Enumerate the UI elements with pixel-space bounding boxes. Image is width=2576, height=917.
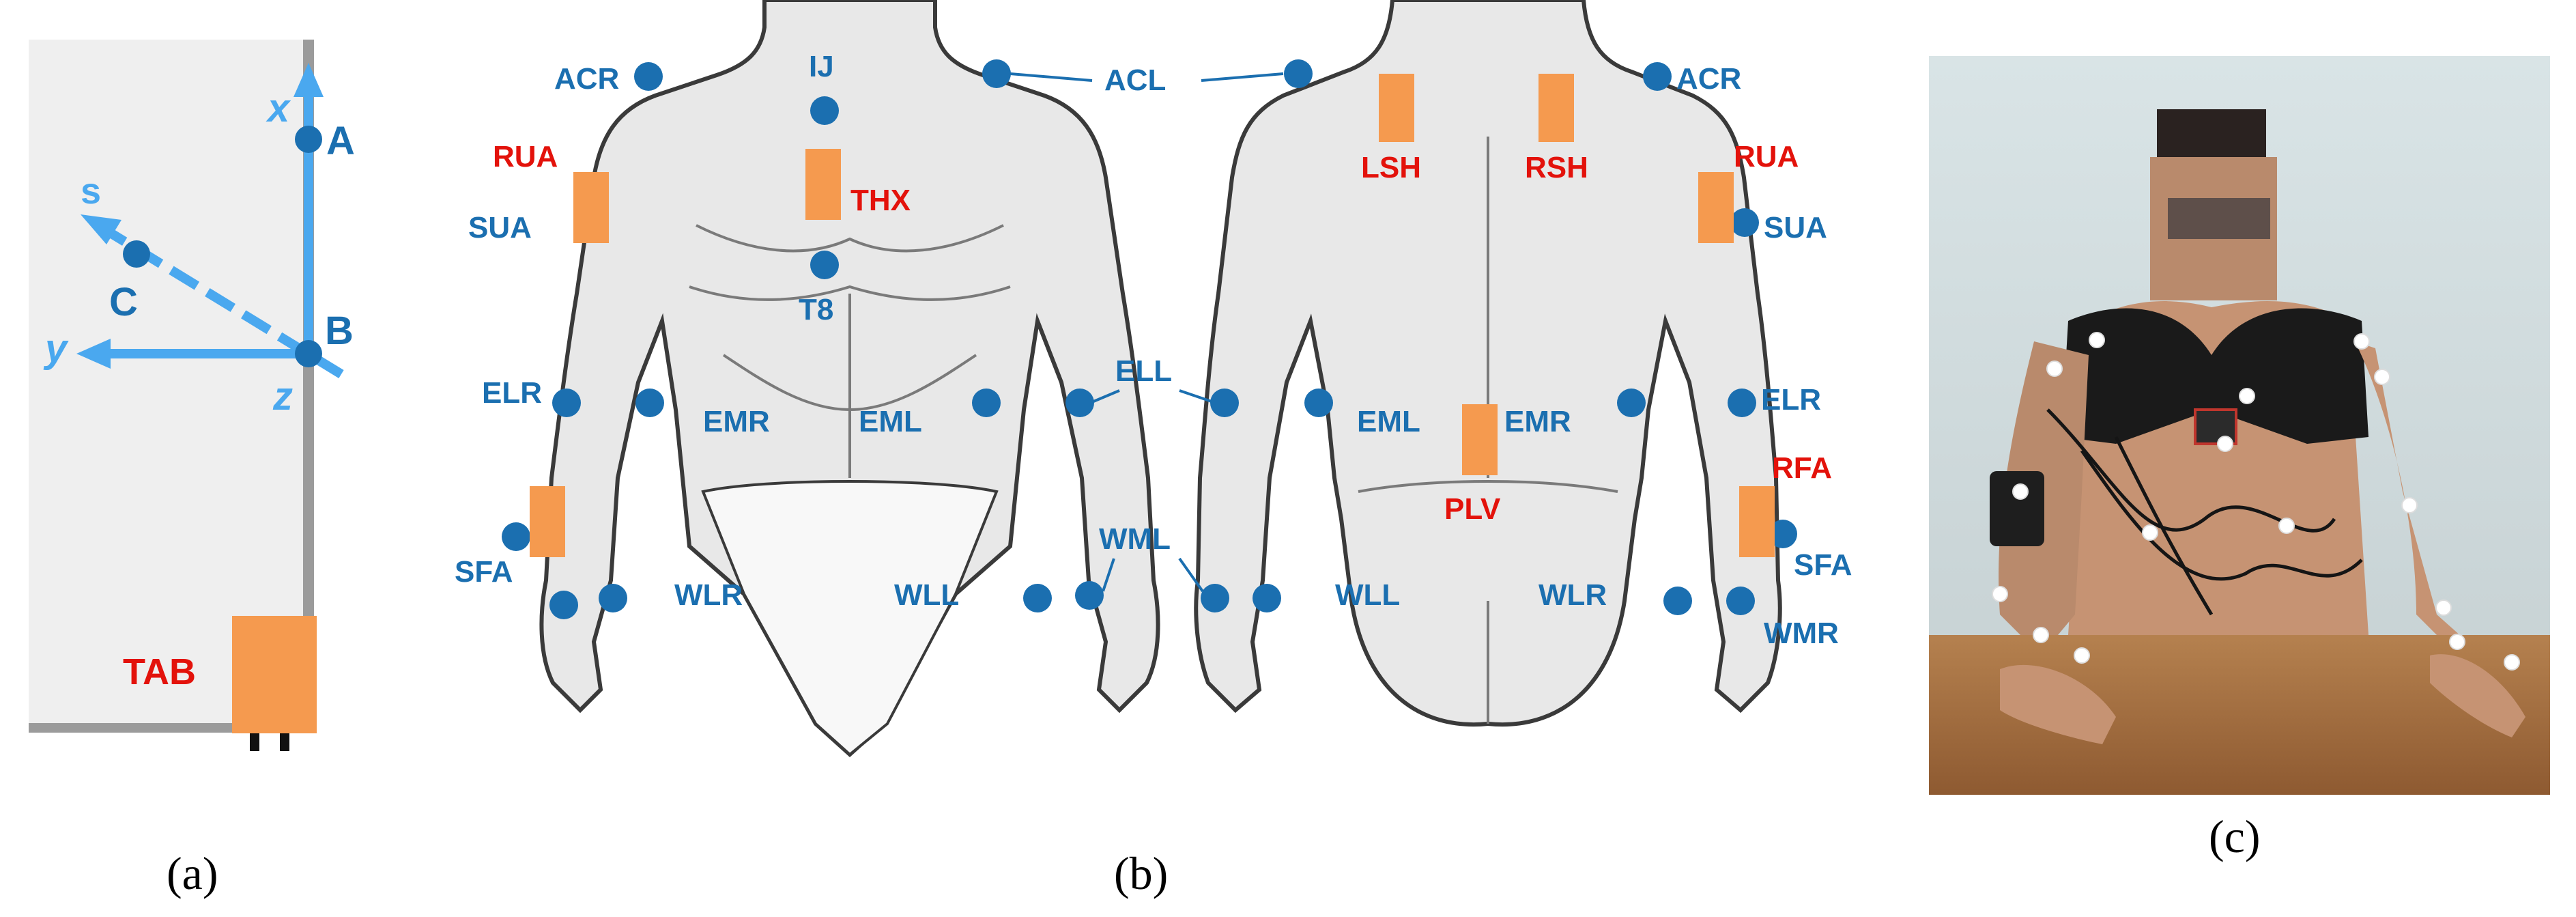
sensor-lsh — [1379, 74, 1414, 142]
point-a-dot — [295, 126, 322, 153]
photo-hands — [2000, 654, 2525, 744]
label-acr-back: ACR — [1676, 62, 1741, 96]
marker-dot-eml-front — [972, 389, 1001, 417]
marker-dot-sua-back — [1730, 208, 1759, 237]
marker-dot-ij — [810, 96, 839, 125]
label-sua-back: SUA — [1764, 211, 1827, 244]
marker-dot-acr-front — [634, 62, 663, 91]
marker-dot-sfa-back — [1769, 520, 1797, 548]
label-sfa-back: SFA — [1794, 548, 1852, 582]
marker-dot-wml-front — [1075, 581, 1104, 610]
caption-c: (c) — [2209, 810, 2260, 862]
label-acr-front: ACR — [554, 62, 619, 96]
label-rsh: RSH — [1525, 151, 1588, 184]
marker-dot-wlr-front-a — [549, 591, 578, 619]
label-eml-back: EML — [1357, 405, 1420, 438]
marker-dot-acr-back — [1643, 62, 1672, 91]
x-axis-arrowhead — [294, 63, 324, 97]
point-a-label: A — [326, 119, 355, 163]
panel-a: x y s z A B C TAB (a) — [29, 40, 355, 899]
caption-a: (a) — [167, 847, 218, 899]
point-c-dot — [123, 240, 150, 268]
label-sua-front: SUA — [468, 211, 532, 244]
sensor-plv — [1462, 404, 1498, 475]
shared-label-connectors — [1010, 72, 1284, 593]
label-wlr-front: WLR — [674, 578, 743, 612]
label-wll-back: WLL — [1335, 578, 1400, 612]
tab-sensor-leg-right — [280, 733, 289, 751]
back-markers — [1201, 59, 1797, 615]
photo-person — [1990, 109, 2498, 669]
marker-dot-wll-front-a — [1023, 584, 1052, 612]
label-elr-front: ELR — [482, 376, 542, 410]
panel-b: ACR IJ RUA SUA THX T8 ELR EMR EML SFA WL… — [455, 0, 1852, 899]
marker-dot-sfa-front — [502, 522, 530, 551]
panel-c: (c) — [1929, 56, 2550, 862]
tab-sensor-leg-left — [250, 733, 259, 751]
sensors — [530, 74, 1775, 557]
caption-b: (b) — [1114, 847, 1168, 899]
front-body-details — [689, 224, 1011, 757]
y-axis-label: y — [43, 326, 69, 371]
label-elr-back: ELR — [1761, 383, 1821, 417]
marker-dot-wmr-back — [1726, 587, 1755, 615]
table-surface — [29, 40, 309, 731]
label-wll-front: WLL — [894, 578, 959, 612]
point-b-label: B — [325, 309, 354, 353]
label-sfa-front: SFA — [455, 555, 513, 589]
label-ij: IJ — [809, 50, 834, 83]
front-markers — [502, 59, 1104, 619]
marker-dot-eml-back — [1304, 389, 1333, 417]
label-rua-front: RUA — [493, 140, 558, 173]
sensor-rfa — [1739, 486, 1775, 557]
x-axis-label: x — [266, 86, 291, 130]
label-wlr-back: WLR — [1539, 578, 1607, 612]
sensor-rua-front — [573, 172, 609, 243]
marker-dot-wlr-back — [1663, 587, 1692, 615]
label-wml: WML — [1099, 522, 1171, 556]
marker-dot-acl-back — [1284, 59, 1313, 88]
marker-dot-elr-back — [1728, 389, 1756, 417]
sensor-sfa-front — [530, 486, 565, 557]
marker-dot-t8 — [810, 251, 839, 279]
s-axis-arrowhead — [81, 214, 121, 244]
tab-sensor — [232, 616, 317, 733]
marker-dot-emr-back — [1617, 389, 1646, 417]
label-lsh: LSH — [1361, 151, 1421, 184]
marker-dot-elr-front — [552, 389, 581, 417]
marker-dot-wlr-front-b — [599, 584, 627, 612]
y-axis-arrowhead — [76, 339, 111, 369]
label-acl: ACL — [1104, 64, 1166, 97]
photo-markers — [1992, 332, 2520, 671]
sensor-rsh — [1539, 74, 1574, 142]
marker-dot-ell-front — [1065, 389, 1094, 417]
label-eml-front: EML — [859, 405, 922, 438]
marker-dot-acl-front — [982, 59, 1011, 88]
point-b-dot — [295, 340, 322, 367]
label-rua-back: RUA — [1734, 140, 1799, 173]
tab-sensor-label: TAB — [123, 651, 196, 692]
label-t8: T8 — [799, 293, 833, 326]
s-axis-label: s — [81, 171, 101, 212]
marker-dot-ell-back — [1210, 389, 1239, 417]
sensor-rua-back — [1698, 172, 1734, 243]
label-ell: ELL — [1115, 354, 1172, 388]
point-c-label: C — [109, 280, 138, 324]
label-wmr-back: WMR — [1764, 617, 1839, 650]
label-rfa: RFA — [1772, 451, 1832, 485]
label-plv: PLV — [1444, 492, 1501, 526]
z-axis-label: z — [272, 374, 293, 419]
label-thx: THX — [850, 184, 911, 217]
marker-dot-emr-front — [635, 389, 664, 417]
label-emr-back: EMR — [1504, 405, 1571, 438]
label-emr-front: EMR — [703, 405, 770, 438]
marker-dot-wll-back — [1253, 584, 1281, 612]
sensor-thx — [805, 149, 841, 220]
marker-dot-wml-back — [1201, 584, 1229, 612]
